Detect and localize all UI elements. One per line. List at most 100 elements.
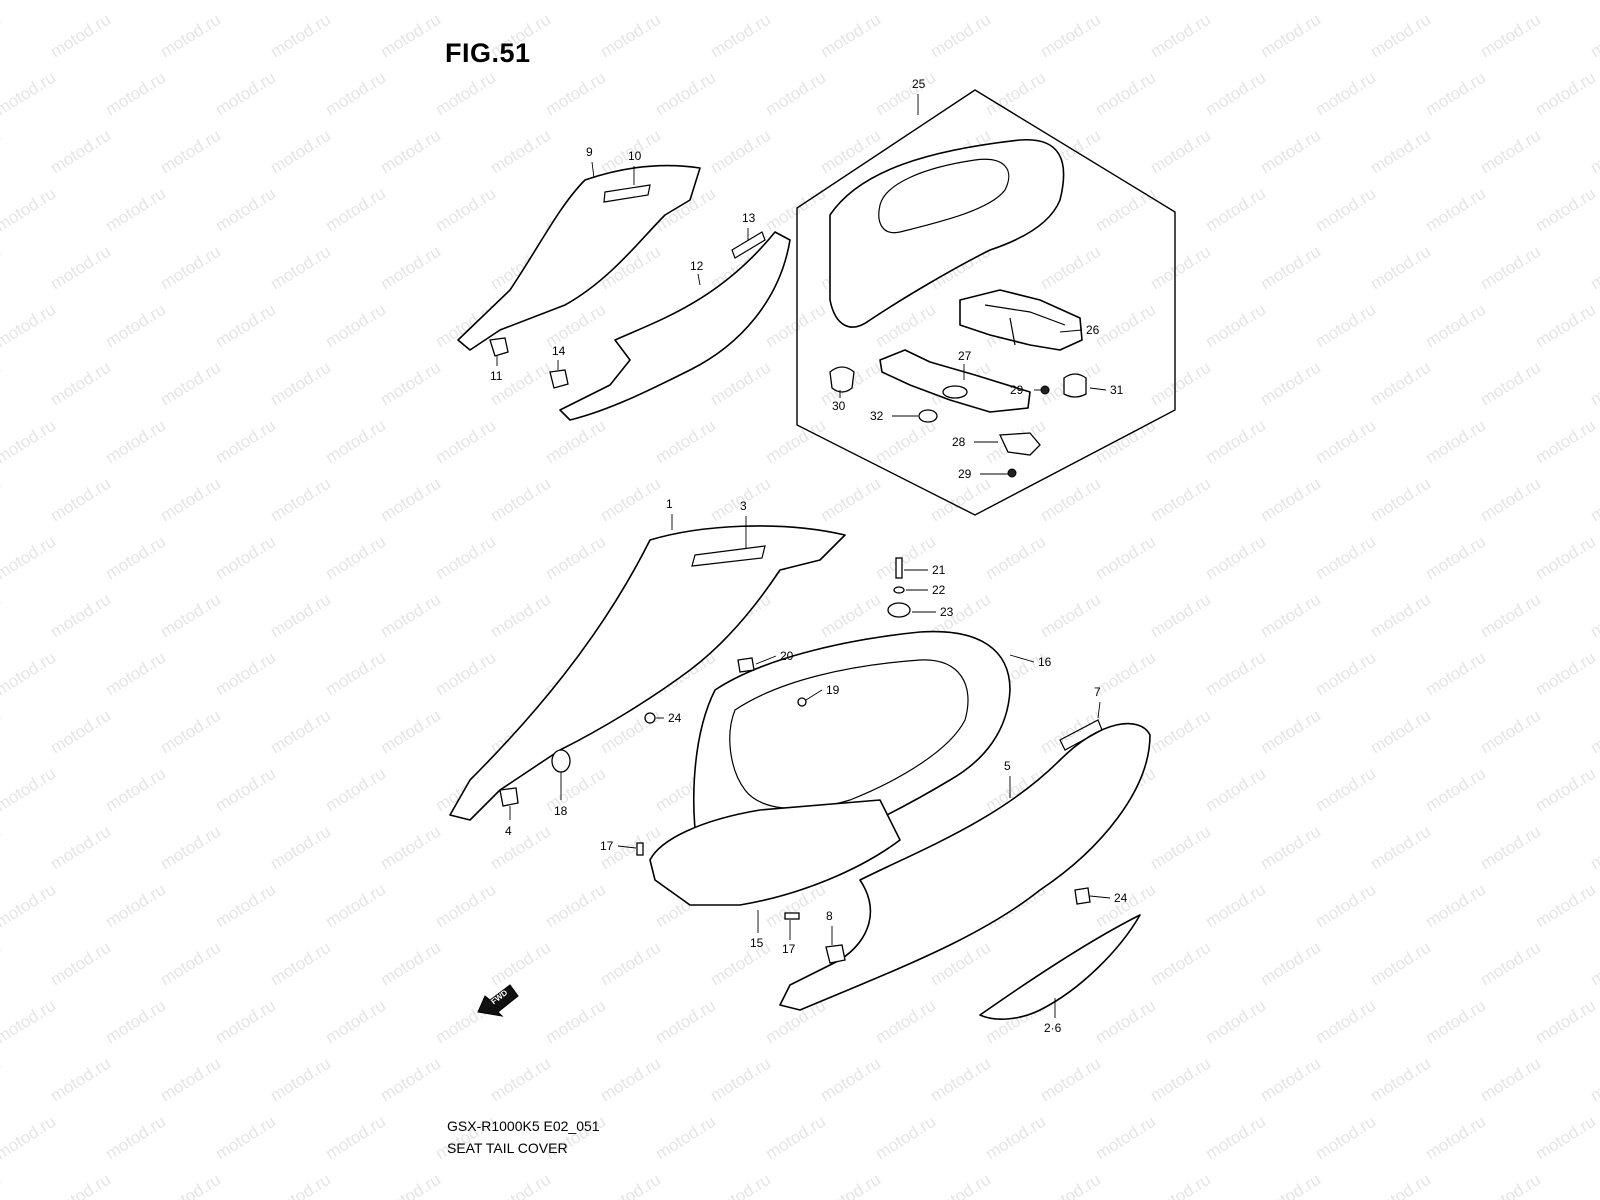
watermark-text: motod.ru [1037, 1170, 1104, 1200]
watermark-text: motod.ru [1147, 706, 1214, 758]
watermark-text: motod.ru [102, 1112, 169, 1164]
watermark-text: motod.ru [1422, 764, 1489, 816]
watermark-text: motod.ru [322, 0, 389, 3]
part-26-bracket-detail [984, 304, 1066, 346]
watermark-text: motod.ru [872, 532, 939, 584]
part-18-grommet [551, 749, 571, 773]
watermark-text: motod.ru [1092, 996, 1159, 1048]
watermark-text: motod.ru [542, 880, 609, 932]
watermark-text: motod.ru [377, 474, 444, 526]
watermark-text: motod.ru [927, 1170, 994, 1200]
watermark-text: motod.ru [597, 1054, 664, 1106]
callout-c27: 27 [958, 349, 972, 363]
section-name: SEAT TAIL COVER [447, 1140, 568, 1156]
watermark-text: motod.ru [1477, 474, 1544, 526]
part-27-plate [879, 349, 1031, 413]
watermark-text: motod.ru [1367, 126, 1434, 178]
watermark-text: motod.ru [1147, 590, 1214, 642]
leader-line-c19 [805, 689, 823, 701]
leader-line-c7 [1097, 701, 1101, 719]
watermark-text: motod.ru [102, 764, 169, 816]
watermark-text: motod.ru [597, 938, 664, 990]
callout-c20: 20 [780, 649, 794, 663]
watermark-text: motod.ru [157, 822, 224, 874]
watermark-text: motod.ru [707, 10, 774, 62]
watermark-text: motod.ru [542, 764, 609, 816]
watermark-text: motod.ru [1367, 938, 1434, 990]
leader-line-c24b [1089, 895, 1111, 899]
watermark-text: motod.ru [47, 1054, 114, 1106]
watermark-text: motod.ru [157, 706, 224, 758]
callout-c32: 32 [870, 409, 884, 423]
watermark-text: motod.ru [0, 1054, 4, 1106]
watermark-text: motod.ru [872, 416, 939, 468]
watermark-text: motod.ru [0, 184, 59, 236]
watermark-text: motod.ru [212, 996, 279, 1048]
watermark-text: motod.ru [1422, 184, 1489, 236]
watermark-text: motod.ru [432, 532, 499, 584]
watermark-text: motod.ru [267, 1170, 334, 1200]
watermark-text: motod.ru [1367, 590, 1434, 642]
watermark-text: motod.ru [1147, 10, 1214, 62]
watermark-text: motod.ru [1037, 242, 1104, 294]
watermark-text: motod.ru [1202, 184, 1269, 236]
watermark-text: motod.ru [487, 590, 554, 642]
callout-c23: 23 [940, 605, 954, 619]
leader-line-c9 [591, 161, 595, 179]
watermark-text: motod.ru [817, 10, 884, 62]
part-10-vent-strip [603, 184, 651, 203]
watermark-text: motod.ru [707, 938, 774, 990]
watermark-text: motod.ru [1312, 996, 1379, 1048]
watermark-text: motod.ru [0, 996, 59, 1048]
watermark-text: motod.ru [212, 880, 279, 932]
inset-hexagon-frame [796, 89, 1176, 516]
watermark-text: motod.ru [1147, 822, 1214, 874]
watermark-text: motod.ru [487, 938, 554, 990]
watermark-text: motod.ru [377, 590, 444, 642]
watermark-text: motod.ru [817, 590, 884, 642]
callout-c1: 1 [666, 497, 673, 511]
watermark-text: motod.ru [1092, 532, 1159, 584]
watermark-text: motod.ru [1367, 706, 1434, 758]
watermark-text: motod.ru [0, 1170, 4, 1200]
watermark-text: motod.ru [0, 938, 4, 990]
callout-c3: 3 [740, 499, 747, 513]
part-13-vent-strip [731, 231, 766, 259]
watermark-text: motod.ru [212, 1112, 279, 1164]
watermark-text: motod.ru [47, 358, 114, 410]
watermark-text: motod.ru [267, 10, 334, 62]
callout-c26: 26 [1086, 323, 1100, 337]
part-32-grommet [918, 409, 938, 423]
watermark-text: motod.ru [597, 474, 664, 526]
leader-line-c17a [617, 845, 637, 849]
part-22-washer [893, 586, 905, 594]
part-1-side-cover [449, 525, 846, 821]
watermark-text: motod.ru [1587, 126, 1600, 178]
watermark-text: motod.ru [0, 880, 59, 932]
callout-c17a: 17 [600, 839, 614, 853]
watermark-text: motod.ru [157, 1170, 224, 1200]
callout-c13: 13 [742, 211, 756, 225]
part-30-cushion [829, 366, 855, 393]
watermark-text: motod.ru [542, 996, 609, 1048]
watermark-text: motod.ru [267, 590, 334, 642]
watermark-text: motod.ru [157, 358, 224, 410]
watermark-text: motod.ru [322, 648, 389, 700]
part-25-seat-cowl [829, 139, 1065, 328]
watermark-text: motod.ru [1367, 822, 1434, 874]
watermark-text: motod.ru [0, 706, 4, 758]
watermark-text: motod.ru [1587, 358, 1600, 410]
watermark-text: motod.ru [762, 184, 829, 236]
callout-c25: 25 [912, 77, 926, 91]
watermark-text: motod.ru [1202, 416, 1269, 468]
watermark-text: motod.ru [707, 126, 774, 178]
watermark-text: motod.ru [1587, 706, 1600, 758]
watermark-text: motod.ru [1532, 300, 1599, 352]
watermark-text: motod.ru [157, 242, 224, 294]
watermark-text: motod.ru [212, 532, 279, 584]
main-tail-assembly [449, 525, 1151, 1020]
part-21-bolt [895, 557, 903, 579]
watermark-text: motod.ru [1367, 358, 1434, 410]
